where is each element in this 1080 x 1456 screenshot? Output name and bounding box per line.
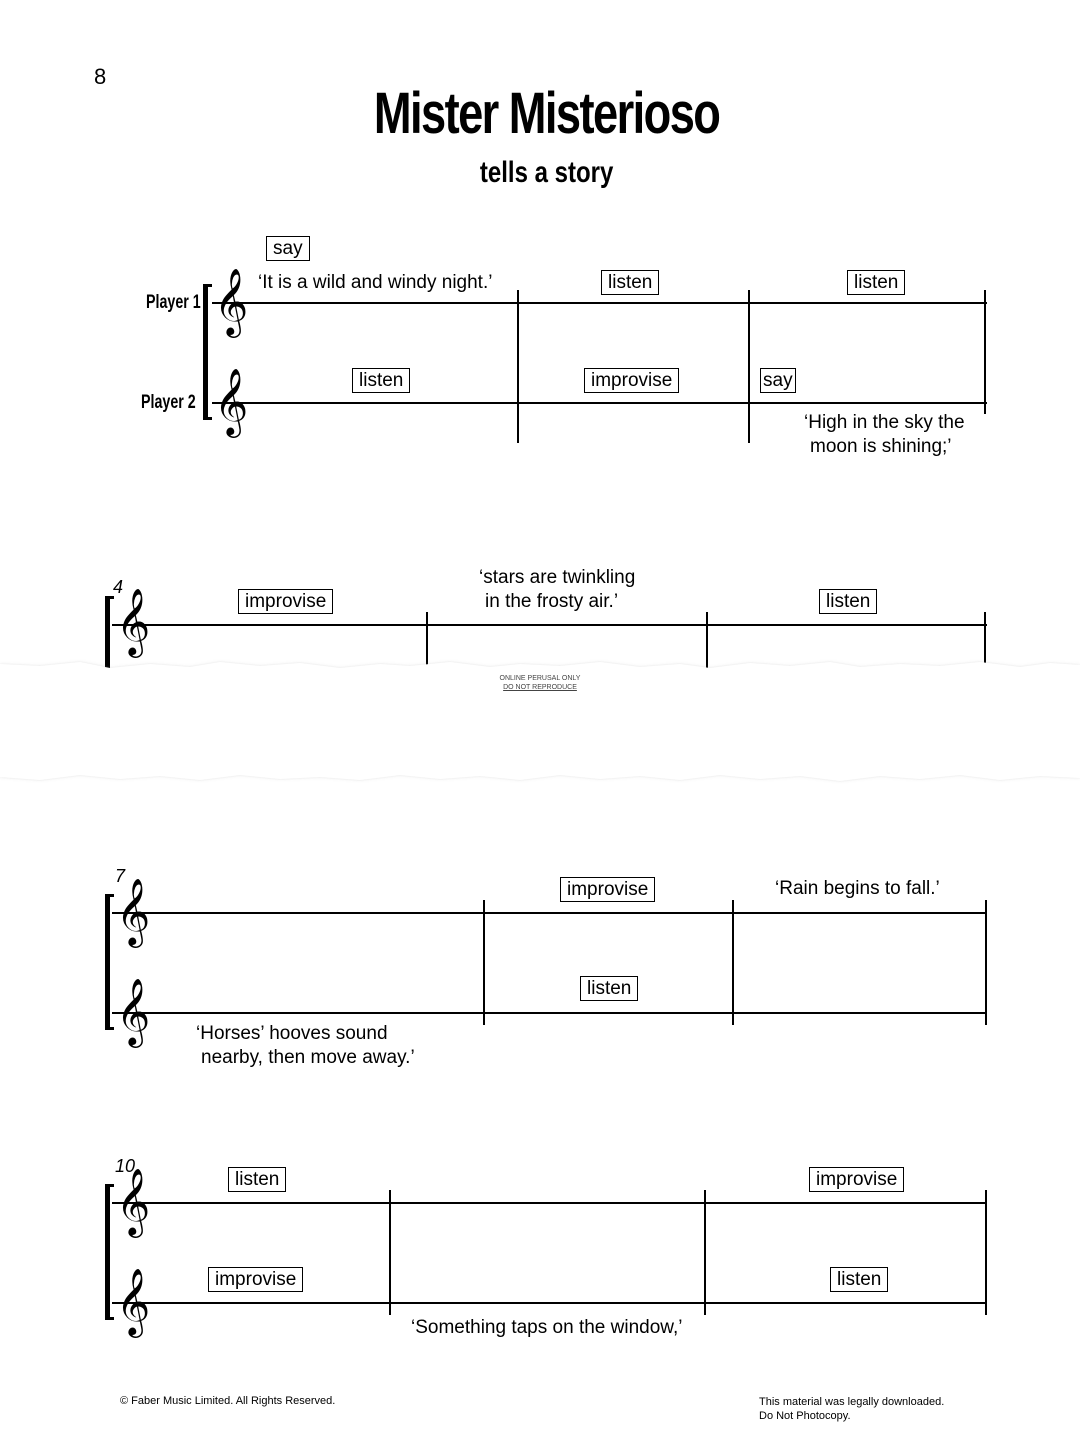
bracket-bottom-cap (105, 1317, 114, 1320)
final-barline (985, 900, 987, 1025)
staff-line-player-1 (212, 302, 987, 304)
torn-edge-bottom (0, 760, 1080, 781)
legal-notice-line-1: This material was legally downloaded. (759, 1396, 945, 1408)
barline (706, 612, 708, 668)
staff-line-player-2 (112, 1302, 987, 1304)
barline (984, 612, 986, 668)
barline (426, 612, 428, 668)
instruction-box-listen: listen (601, 270, 660, 295)
treble-clef-icon: 𝄞 (116, 977, 151, 1045)
final-barline (984, 290, 986, 414)
piece-title: Mister Misterioso (373, 81, 721, 146)
staff-line-player-2 (212, 402, 987, 404)
instruction-box-say: say (760, 368, 796, 393)
spoken-text: ‘Rain begins to fall.’ (775, 878, 940, 899)
spoken-text: nearby, then move away.’ (201, 1047, 415, 1068)
spoken-text: ‘High in the sky the (804, 412, 965, 433)
spoken-text: ‘stars are twinkling (479, 567, 636, 588)
spoken-text: ‘Something taps on the window,’ (411, 1317, 683, 1338)
watermark: ONLINE PERUSAL ONLY DO NOT REPRODUCE (0, 674, 1080, 692)
system-bracket (105, 1186, 110, 1318)
instruction-box-listen: listen (580, 976, 639, 1001)
barline (748, 290, 750, 443)
barline (483, 900, 485, 1025)
bracket-top-cap (105, 894, 114, 897)
treble-clef-icon: 𝄞 (116, 877, 151, 945)
treble-clef-icon: 𝄞 (116, 587, 151, 655)
staff-line-player-1 (112, 624, 987, 626)
instruction-box-listen: listen (830, 1267, 889, 1292)
torn-edge-top (0, 662, 1080, 690)
instruction-box-listen: listen (228, 1167, 287, 1192)
copyright-notice: © Faber Music Limited. All Rights Reserv… (120, 1395, 336, 1407)
instruction-box-improvise: improvise (560, 877, 656, 902)
measure-number: 4 (113, 577, 124, 597)
bracket-top-cap (203, 284, 212, 287)
bracket-top-cap (105, 1184, 114, 1187)
system-bracket (105, 896, 110, 1028)
watermark-line-1: ONLINE PERUSAL ONLY (499, 675, 581, 682)
staff-line-player-1 (112, 912, 987, 914)
instruction-box-listen: listen (847, 270, 906, 295)
treble-clef-icon: 𝄞 (116, 1267, 151, 1335)
system-bracket (105, 598, 110, 668)
measure-number: 7 (115, 866, 126, 886)
instruction-box-improvise: improvise (238, 589, 334, 614)
spoken-text: ‘Horses’ hooves sound (196, 1023, 388, 1044)
barline (704, 1190, 706, 1315)
barline (517, 290, 519, 443)
measure-number: 10 (115, 1156, 136, 1176)
bracket-bottom-cap (203, 417, 212, 420)
spoken-text: moon is shining;’ (810, 436, 952, 457)
barline (732, 900, 734, 1025)
player-2-label: Player 2 (141, 392, 196, 413)
instruction-box-listen: listen (819, 589, 878, 614)
piece-subtitle: tells a story (479, 156, 614, 189)
treble-clef-icon: 𝄞 (214, 367, 249, 435)
treble-clef-icon: 𝄞 (116, 1167, 151, 1235)
staff-line-player-2 (112, 1012, 987, 1014)
staff-line-player-1 (112, 1202, 987, 1204)
spoken-text: in the frosty air.’ (485, 591, 619, 612)
instruction-box-say: say (266, 236, 310, 261)
bracket-bottom-cap (105, 1027, 114, 1030)
spoken-text: ‘It is a wild and windy night.’ (258, 272, 493, 293)
watermark-line-2: DO NOT REPRODUCE (503, 684, 577, 691)
instruction-box-improvise: improvise (208, 1267, 304, 1292)
bracket-top-cap (105, 596, 114, 599)
instruction-box-listen: listen (352, 368, 411, 393)
legal-notice-line-2: Do Not Photocopy. (759, 1410, 851, 1422)
treble-clef-icon: 𝄞 (214, 267, 249, 335)
instruction-box-improvise: improvise (809, 1167, 905, 1192)
instruction-box-improvise: improvise (584, 368, 680, 393)
barline (389, 1190, 391, 1315)
final-barline (985, 1190, 987, 1315)
system-bracket (203, 286, 208, 418)
page-number: 8 (94, 64, 107, 89)
player-1-label: Player 1 (146, 292, 201, 313)
